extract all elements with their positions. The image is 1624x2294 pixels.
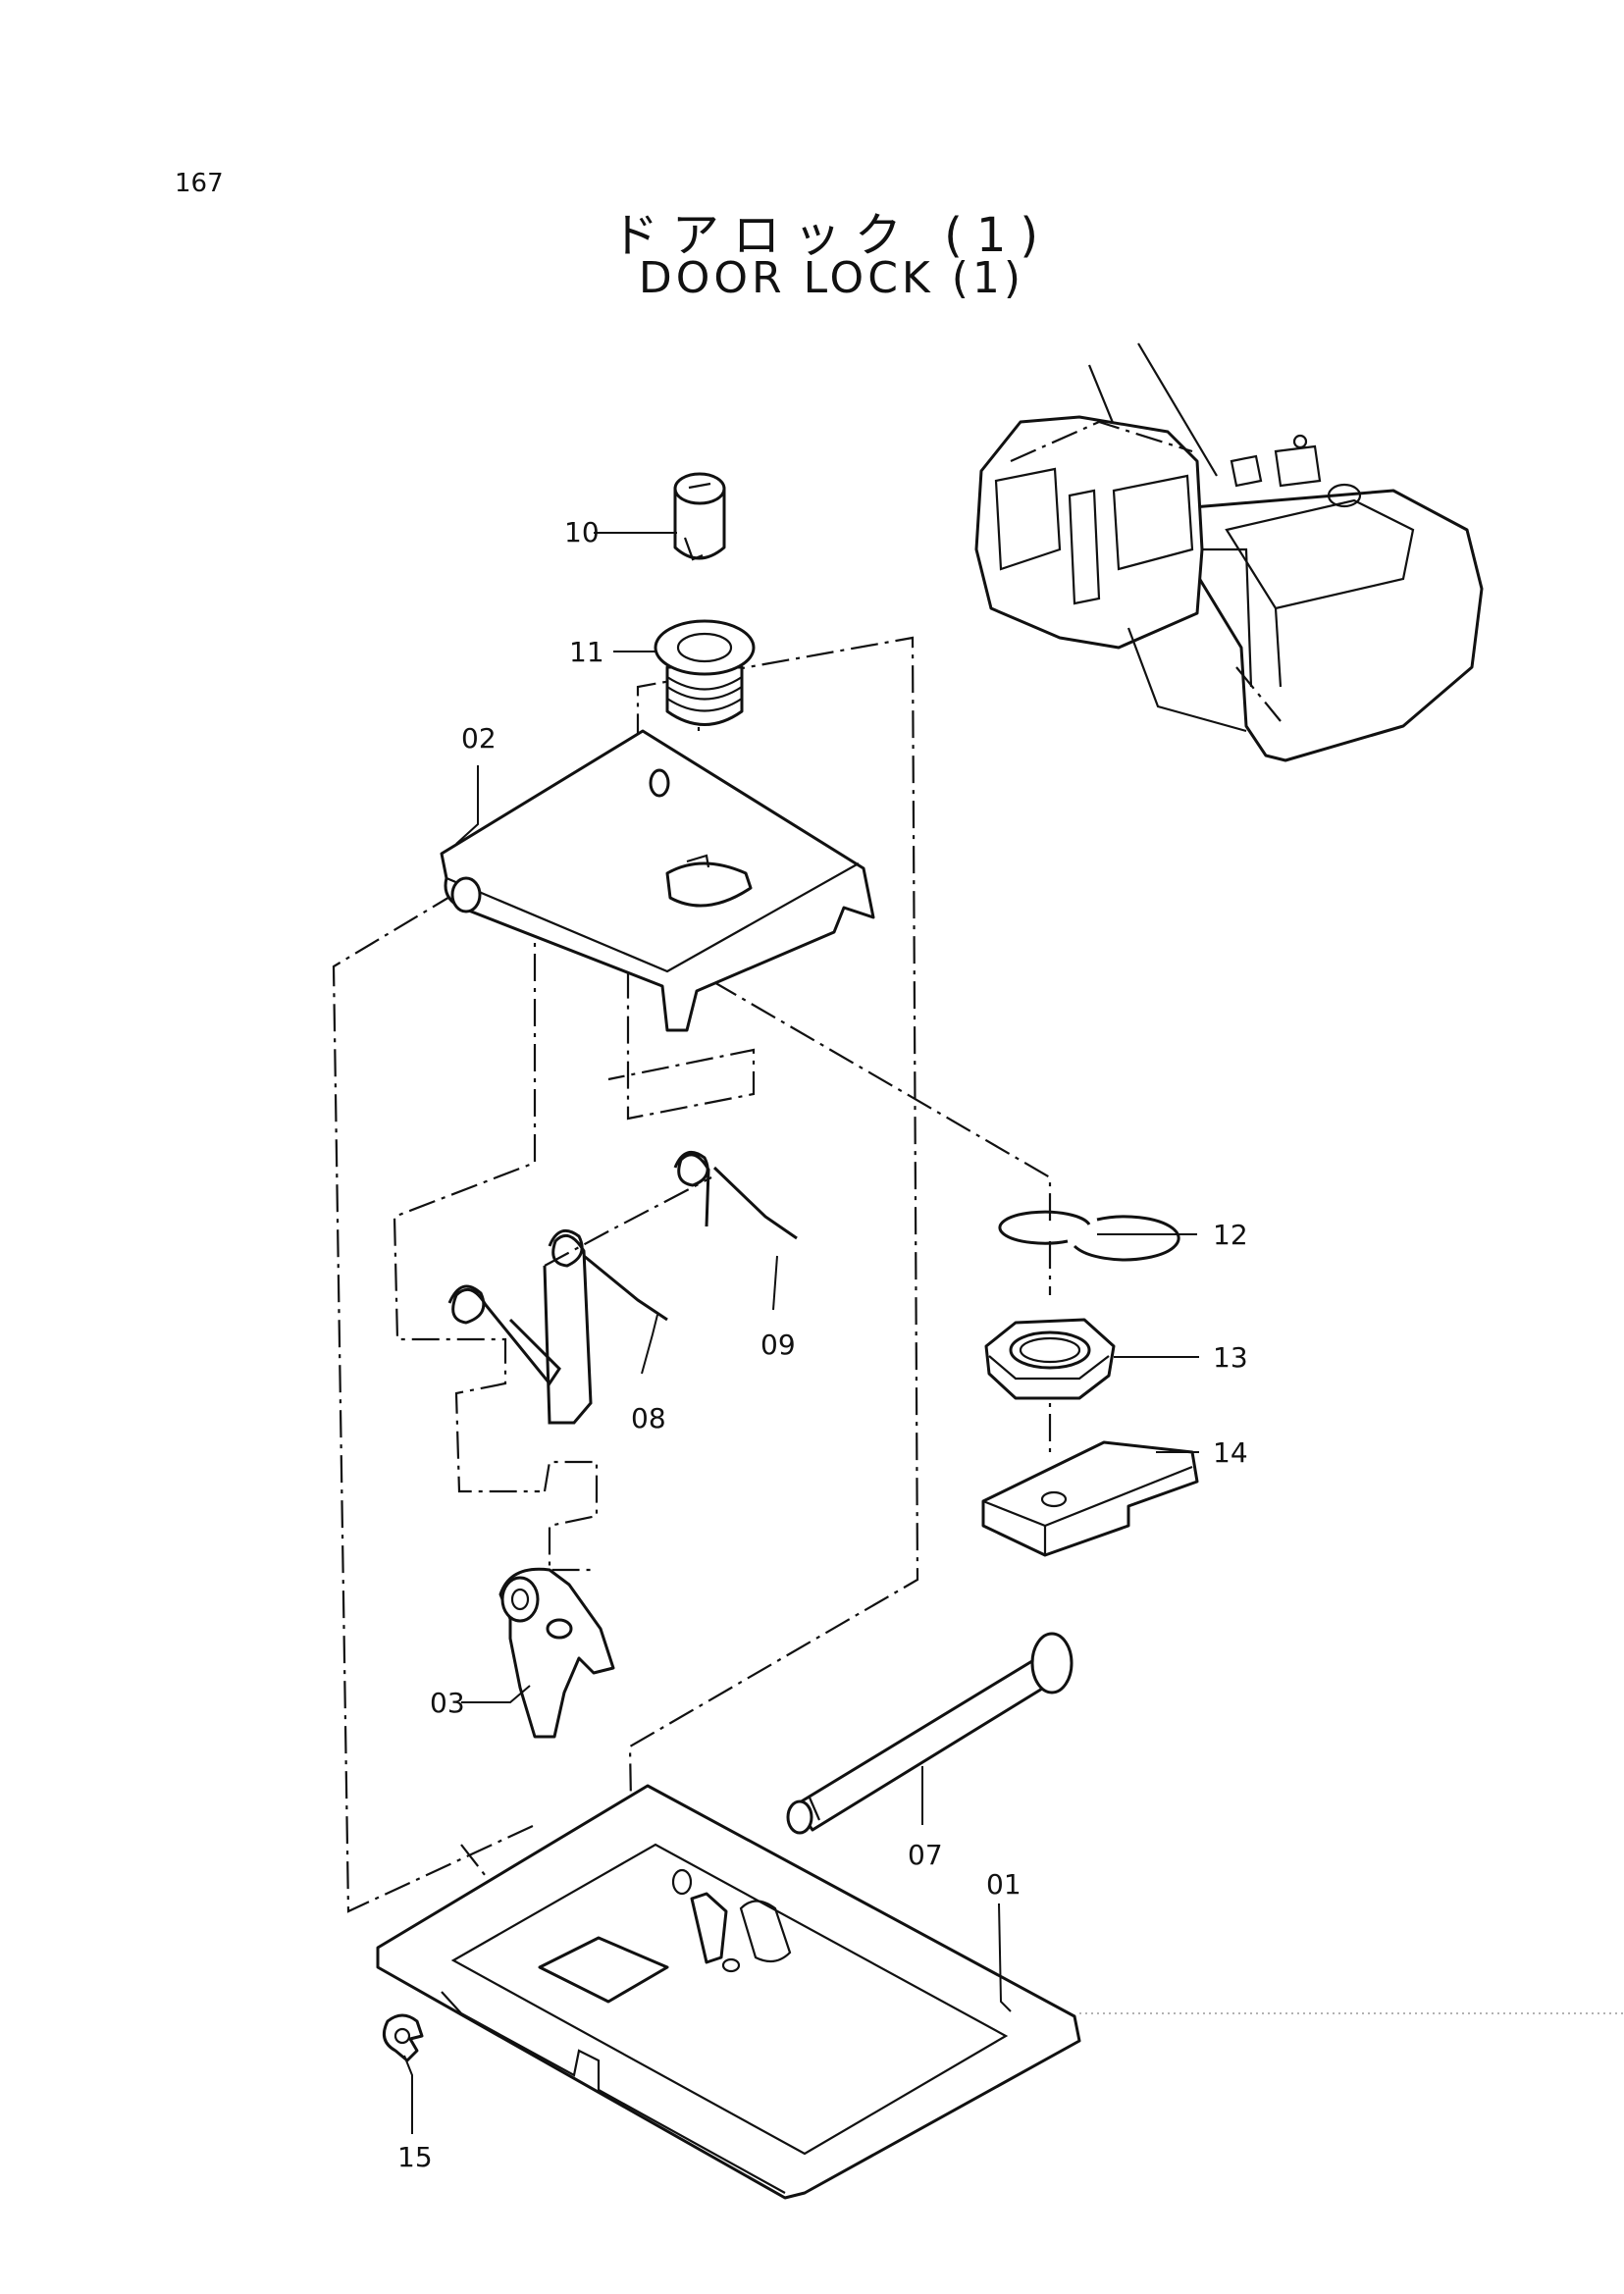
- excavator-location-inset: [974, 342, 1484, 762]
- bracket-plate-part-02: [440, 729, 875, 1032]
- callout-14: 14: [1213, 1436, 1248, 1469]
- block-part-14: [981, 1440, 1199, 1557]
- callout-01: 01: [986, 1868, 1022, 1901]
- callout-13: 13: [1213, 1341, 1248, 1374]
- latch-part-03: [498, 1567, 615, 1739]
- callout-labels: 10 11 02 12 13 14 08 09 03 07 01 15: [397, 516, 1248, 2173]
- callout-12: 12: [1213, 1219, 1248, 1251]
- callout-10: 10: [564, 516, 600, 548]
- e-clip-part-15: [382, 2013, 424, 2062]
- title-japanese: ドアロック (1): [610, 208, 1053, 263]
- callout-15: 15: [397, 2141, 433, 2173]
- callout-07: 07: [908, 1839, 943, 1871]
- callout-02: 02: [461, 722, 497, 755]
- torsion-springs: [447, 1150, 798, 1425]
- page-number: 167: [175, 169, 224, 198]
- callout-03: 03: [430, 1687, 465, 1719]
- title-english: DOOR LOCK (1): [638, 253, 1025, 303]
- callout-08: 08: [631, 1402, 666, 1434]
- key-cylinder-part-10: [673, 472, 726, 561]
- threaded-bezel-part-11: [654, 619, 756, 726]
- pin-part-07: [786, 1632, 1074, 1835]
- hex-nut-part-13: [984, 1318, 1116, 1400]
- callout-11: 11: [569, 636, 604, 668]
- snap-ring-part-12: [998, 1210, 1180, 1262]
- leader-lines: [403, 532, 1199, 2134]
- callout-09: 09: [760, 1329, 796, 1361]
- base-housing-part-01: [376, 1784, 1081, 2200]
